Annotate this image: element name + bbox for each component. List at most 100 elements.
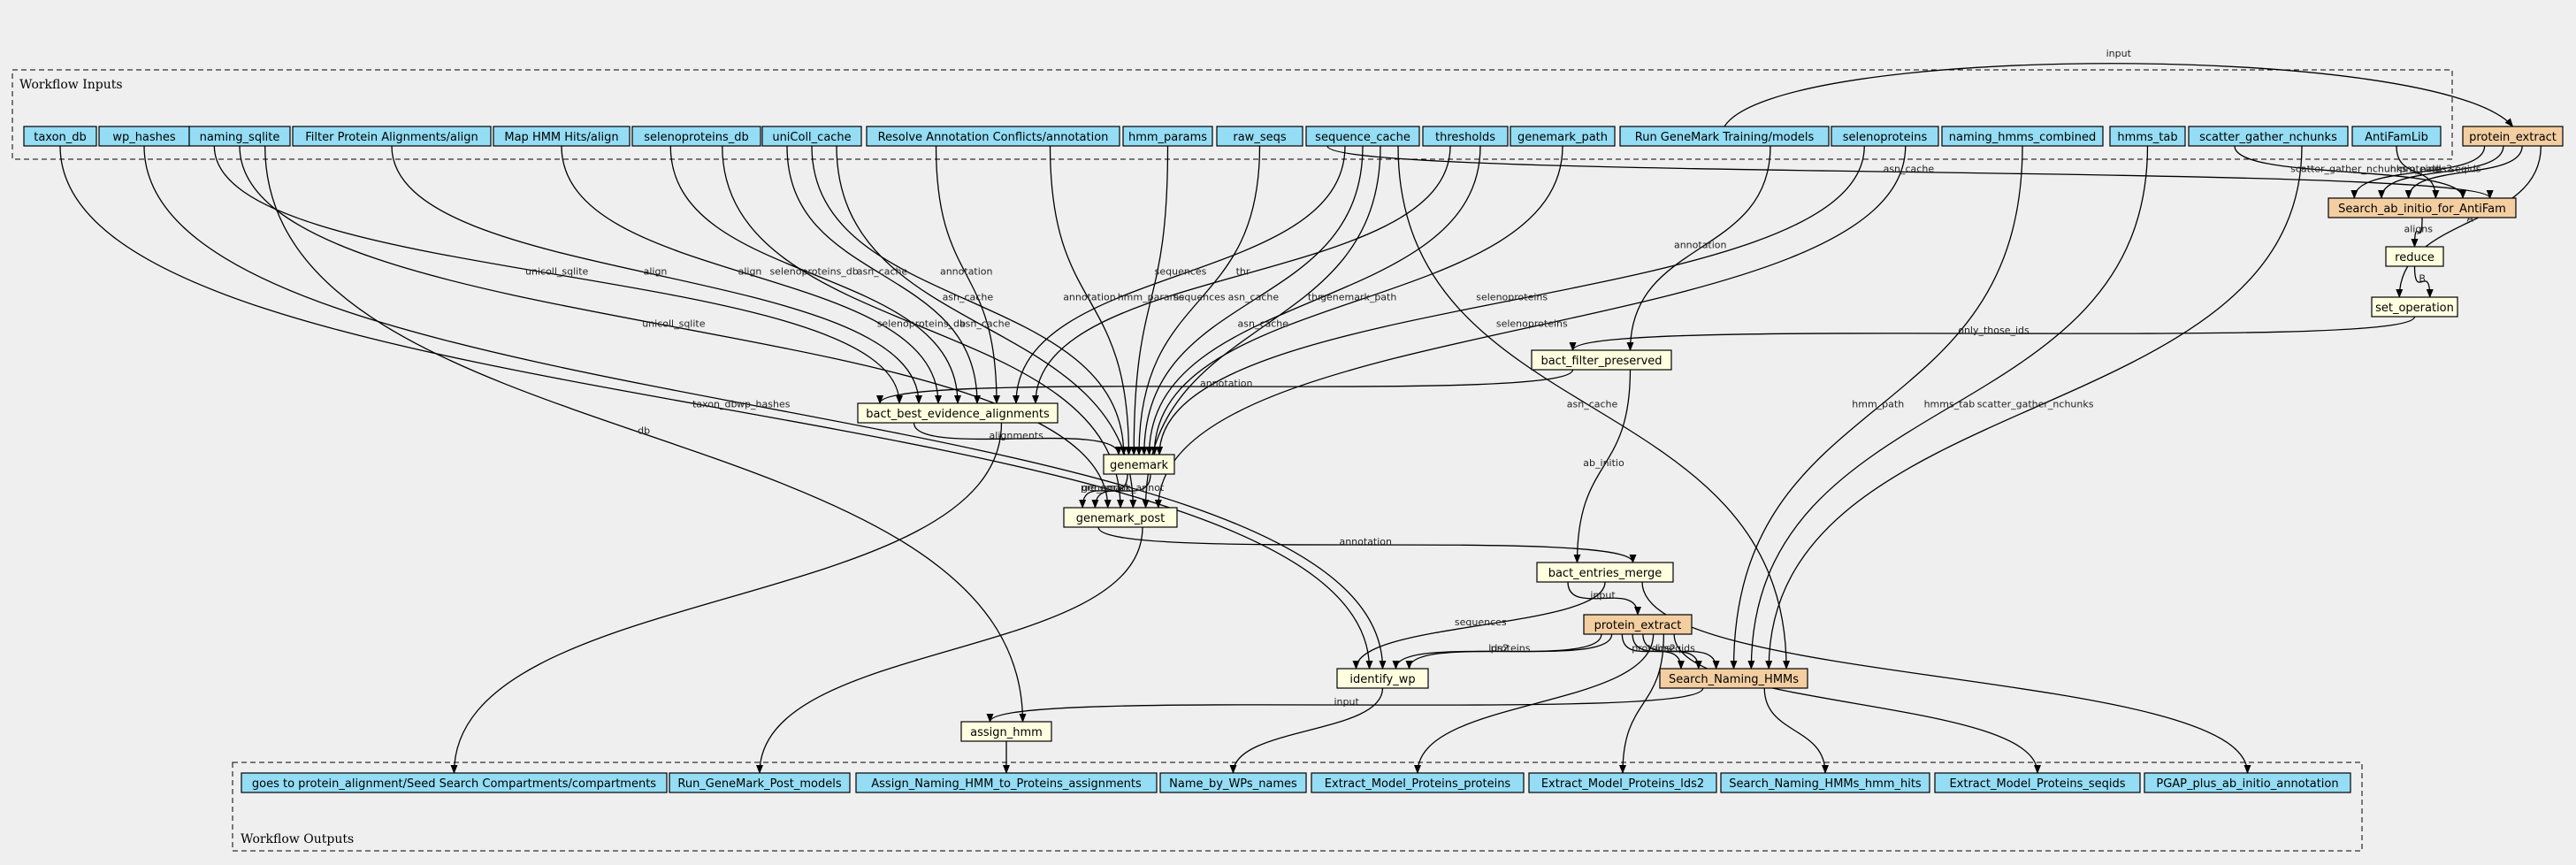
edge-unicoll_cache-to-bact_best bbox=[786, 145, 981, 404]
node-assign-hmm[interactable]: assign_hmm bbox=[960, 721, 1052, 742]
node-label: hmm_params bbox=[1128, 131, 1207, 144]
node-out-genemark-post-models[interactable]: Run_GeneMark_Post_models bbox=[669, 772, 851, 793]
node-box[interactable] bbox=[761, 126, 862, 147]
node-box[interactable] bbox=[493, 126, 631, 147]
node-box[interactable] bbox=[1720, 772, 1930, 793]
node-out-pgap[interactable]: PGAP_plus_ab_initio_annotation bbox=[2144, 772, 2351, 793]
edge-label: lds2 bbox=[1655, 643, 1676, 654]
edge-label: asn_cache bbox=[1228, 292, 1280, 303]
node-run-genemark-models[interactable]: Run GeneMark Training/models bbox=[1619, 126, 1830, 147]
edge-label: asn_cache bbox=[857, 266, 908, 278]
node-hmms-tab[interactable]: hmms_tab bbox=[2109, 126, 2186, 147]
node-bact-entries-merge[interactable]: bact_entries_merge bbox=[1536, 562, 1674, 583]
node-box[interactable] bbox=[1311, 772, 1525, 793]
node-box[interactable] bbox=[631, 126, 761, 147]
node-box[interactable] bbox=[2385, 246, 2444, 267]
node-genemark-post[interactable]: genemark_post bbox=[1063, 507, 1178, 528]
node-box[interactable] bbox=[857, 402, 1059, 424]
edge-protein_extract_2-to-out_emp_seqids bbox=[1673, 633, 2041, 774]
edge-label: input bbox=[1590, 590, 1616, 601]
node-bact-filter-preserved[interactable]: bact_filter_preserved bbox=[1531, 349, 1672, 371]
edge-label: annotation bbox=[1063, 292, 1116, 303]
node-scatter-gather-nchunks[interactable]: scatter_gather_nchunks bbox=[2188, 126, 2349, 147]
node-out-emp-proteins[interactable]: Extract_Model_Proteins_proteins bbox=[1311, 772, 1525, 793]
node-box[interactable] bbox=[23, 126, 97, 147]
node-box[interactable] bbox=[960, 721, 1052, 742]
node-protein-extract-1[interactable]: protein_extract bbox=[2462, 126, 2564, 147]
node-identify-wp[interactable]: identify_wp bbox=[1336, 668, 1429, 689]
node-bact-best[interactable]: bact_best_evidence_alignments bbox=[857, 402, 1059, 424]
node-box[interactable] bbox=[855, 772, 1158, 793]
node-box[interactable] bbox=[2351, 126, 2442, 147]
node-box[interactable] bbox=[1063, 507, 1178, 528]
node-genemark-path[interactable]: genemark_path bbox=[1510, 126, 1616, 147]
node-naming-hmms-combined[interactable]: naming_hmms_combined bbox=[1941, 126, 2104, 147]
node-out-compartments[interactable]: goes to protein_alignment/Seed Search Co… bbox=[241, 772, 668, 793]
node-map-hmm-align[interactable]: Map HMM Hits/align bbox=[493, 126, 631, 147]
node-box[interactable] bbox=[1159, 772, 1307, 793]
edge-label: proteins bbox=[1632, 643, 1671, 654]
node-box[interactable] bbox=[1831, 126, 1939, 147]
node-search-naming-hmms[interactable]: Search_Naming_HMMs bbox=[1659, 668, 1808, 689]
node-box[interactable] bbox=[1934, 772, 2141, 793]
node-sequence-cache[interactable]: sequence_cache bbox=[1305, 126, 1420, 147]
edge-label: input bbox=[1334, 696, 1359, 708]
node-out-name-by-wps[interactable]: Name_by_WPs_names bbox=[1159, 772, 1307, 793]
node-filter-align[interactable]: Filter Protein Alignments/align bbox=[292, 126, 492, 147]
node-antifamlib[interactable]: AntiFamLib bbox=[2351, 126, 2442, 147]
node-box[interactable] bbox=[1531, 349, 1672, 371]
node-box[interactable] bbox=[669, 772, 851, 793]
node-box[interactable] bbox=[1422, 126, 1509, 147]
node-box[interactable] bbox=[1216, 126, 1303, 147]
node-taxon-db[interactable]: taxon_db bbox=[23, 126, 97, 147]
node-box[interactable] bbox=[2144, 772, 2351, 793]
node-out-snh-hits[interactable]: Search_Naming_HMMs_hmm_hits bbox=[1720, 772, 1930, 793]
node-box[interactable] bbox=[1659, 668, 1808, 689]
node-box[interactable] bbox=[1103, 454, 1175, 475]
node-set-operation[interactable]: set_operation bbox=[2371, 296, 2458, 318]
node-box[interactable] bbox=[1941, 126, 2104, 147]
node-thresholds[interactable]: thresholds bbox=[1422, 126, 1509, 147]
node-box[interactable] bbox=[2109, 126, 2186, 147]
node-box[interactable] bbox=[2462, 126, 2564, 147]
node-protein-extract-2[interactable]: protein_extract bbox=[1583, 614, 1693, 635]
node-box[interactable] bbox=[1305, 126, 1420, 147]
node-genemark[interactable]: genemark bbox=[1103, 454, 1175, 475]
node-selenoproteins[interactable]: selenoproteins bbox=[1831, 126, 1939, 147]
node-selenoproteins-db[interactable]: selenoproteins_db bbox=[631, 126, 761, 147]
node-box[interactable] bbox=[2328, 197, 2517, 218]
node-raw-seqs[interactable]: raw_seqs bbox=[1216, 126, 1303, 147]
node-wp-hashes[interactable]: wp_hashes bbox=[98, 126, 190, 147]
node-box[interactable] bbox=[1336, 668, 1429, 689]
node-box[interactable] bbox=[1528, 772, 1717, 793]
node-resolve-annot[interactable]: Resolve Annotation Conflicts/annotation bbox=[866, 126, 1120, 147]
node-box[interactable] bbox=[2188, 126, 2349, 147]
node-label: selenoproteins bbox=[1843, 131, 1928, 144]
node-out-assign-naming[interactable]: Assign_Naming_HMM_to_Proteins_assignment… bbox=[855, 772, 1158, 793]
node-search-antifam[interactable]: Search_ab_initio_for_AntiFam bbox=[2328, 197, 2517, 218]
node-box[interactable] bbox=[1536, 562, 1674, 583]
node-box[interactable] bbox=[1510, 126, 1616, 147]
node-unicoll-cache[interactable]: uniColl_cache bbox=[761, 126, 862, 147]
node-box[interactable] bbox=[241, 772, 668, 793]
node-hmm-params[interactable]: hmm_params bbox=[1122, 126, 1213, 147]
node-box[interactable] bbox=[292, 126, 492, 147]
node-out-emp-seqids[interactable]: Extract_Model_Proteins_seqids bbox=[1934, 772, 2141, 793]
edge-label: asn_cache bbox=[943, 292, 994, 303]
node-box[interactable] bbox=[1583, 614, 1693, 635]
node-naming-sqlite[interactable]: naming_sqlite bbox=[188, 126, 291, 147]
node-reduce[interactable]: reduce bbox=[2385, 246, 2444, 267]
edge-label: annotation bbox=[940, 266, 993, 278]
node-box[interactable] bbox=[866, 126, 1120, 147]
node-label: scatter_gather_nchunks bbox=[2199, 131, 2337, 144]
node-box[interactable] bbox=[188, 126, 291, 147]
node-label: sequence_cache bbox=[1315, 131, 1410, 144]
node-out-emp-lds2[interactable]: Extract_Model_Proteins_lds2 bbox=[1528, 772, 1717, 793]
node-box[interactable] bbox=[2371, 296, 2458, 318]
node-label: Name_by_WPs_names bbox=[1169, 777, 1297, 791]
node-box[interactable] bbox=[1122, 126, 1213, 147]
node-box[interactable] bbox=[1619, 126, 1830, 147]
node-label: genemark_path bbox=[1517, 131, 1608, 144]
edge-search_naming_hmms-to-out_snh_hits bbox=[1763, 687, 1829, 774]
edge-label: B bbox=[2419, 273, 2426, 285]
